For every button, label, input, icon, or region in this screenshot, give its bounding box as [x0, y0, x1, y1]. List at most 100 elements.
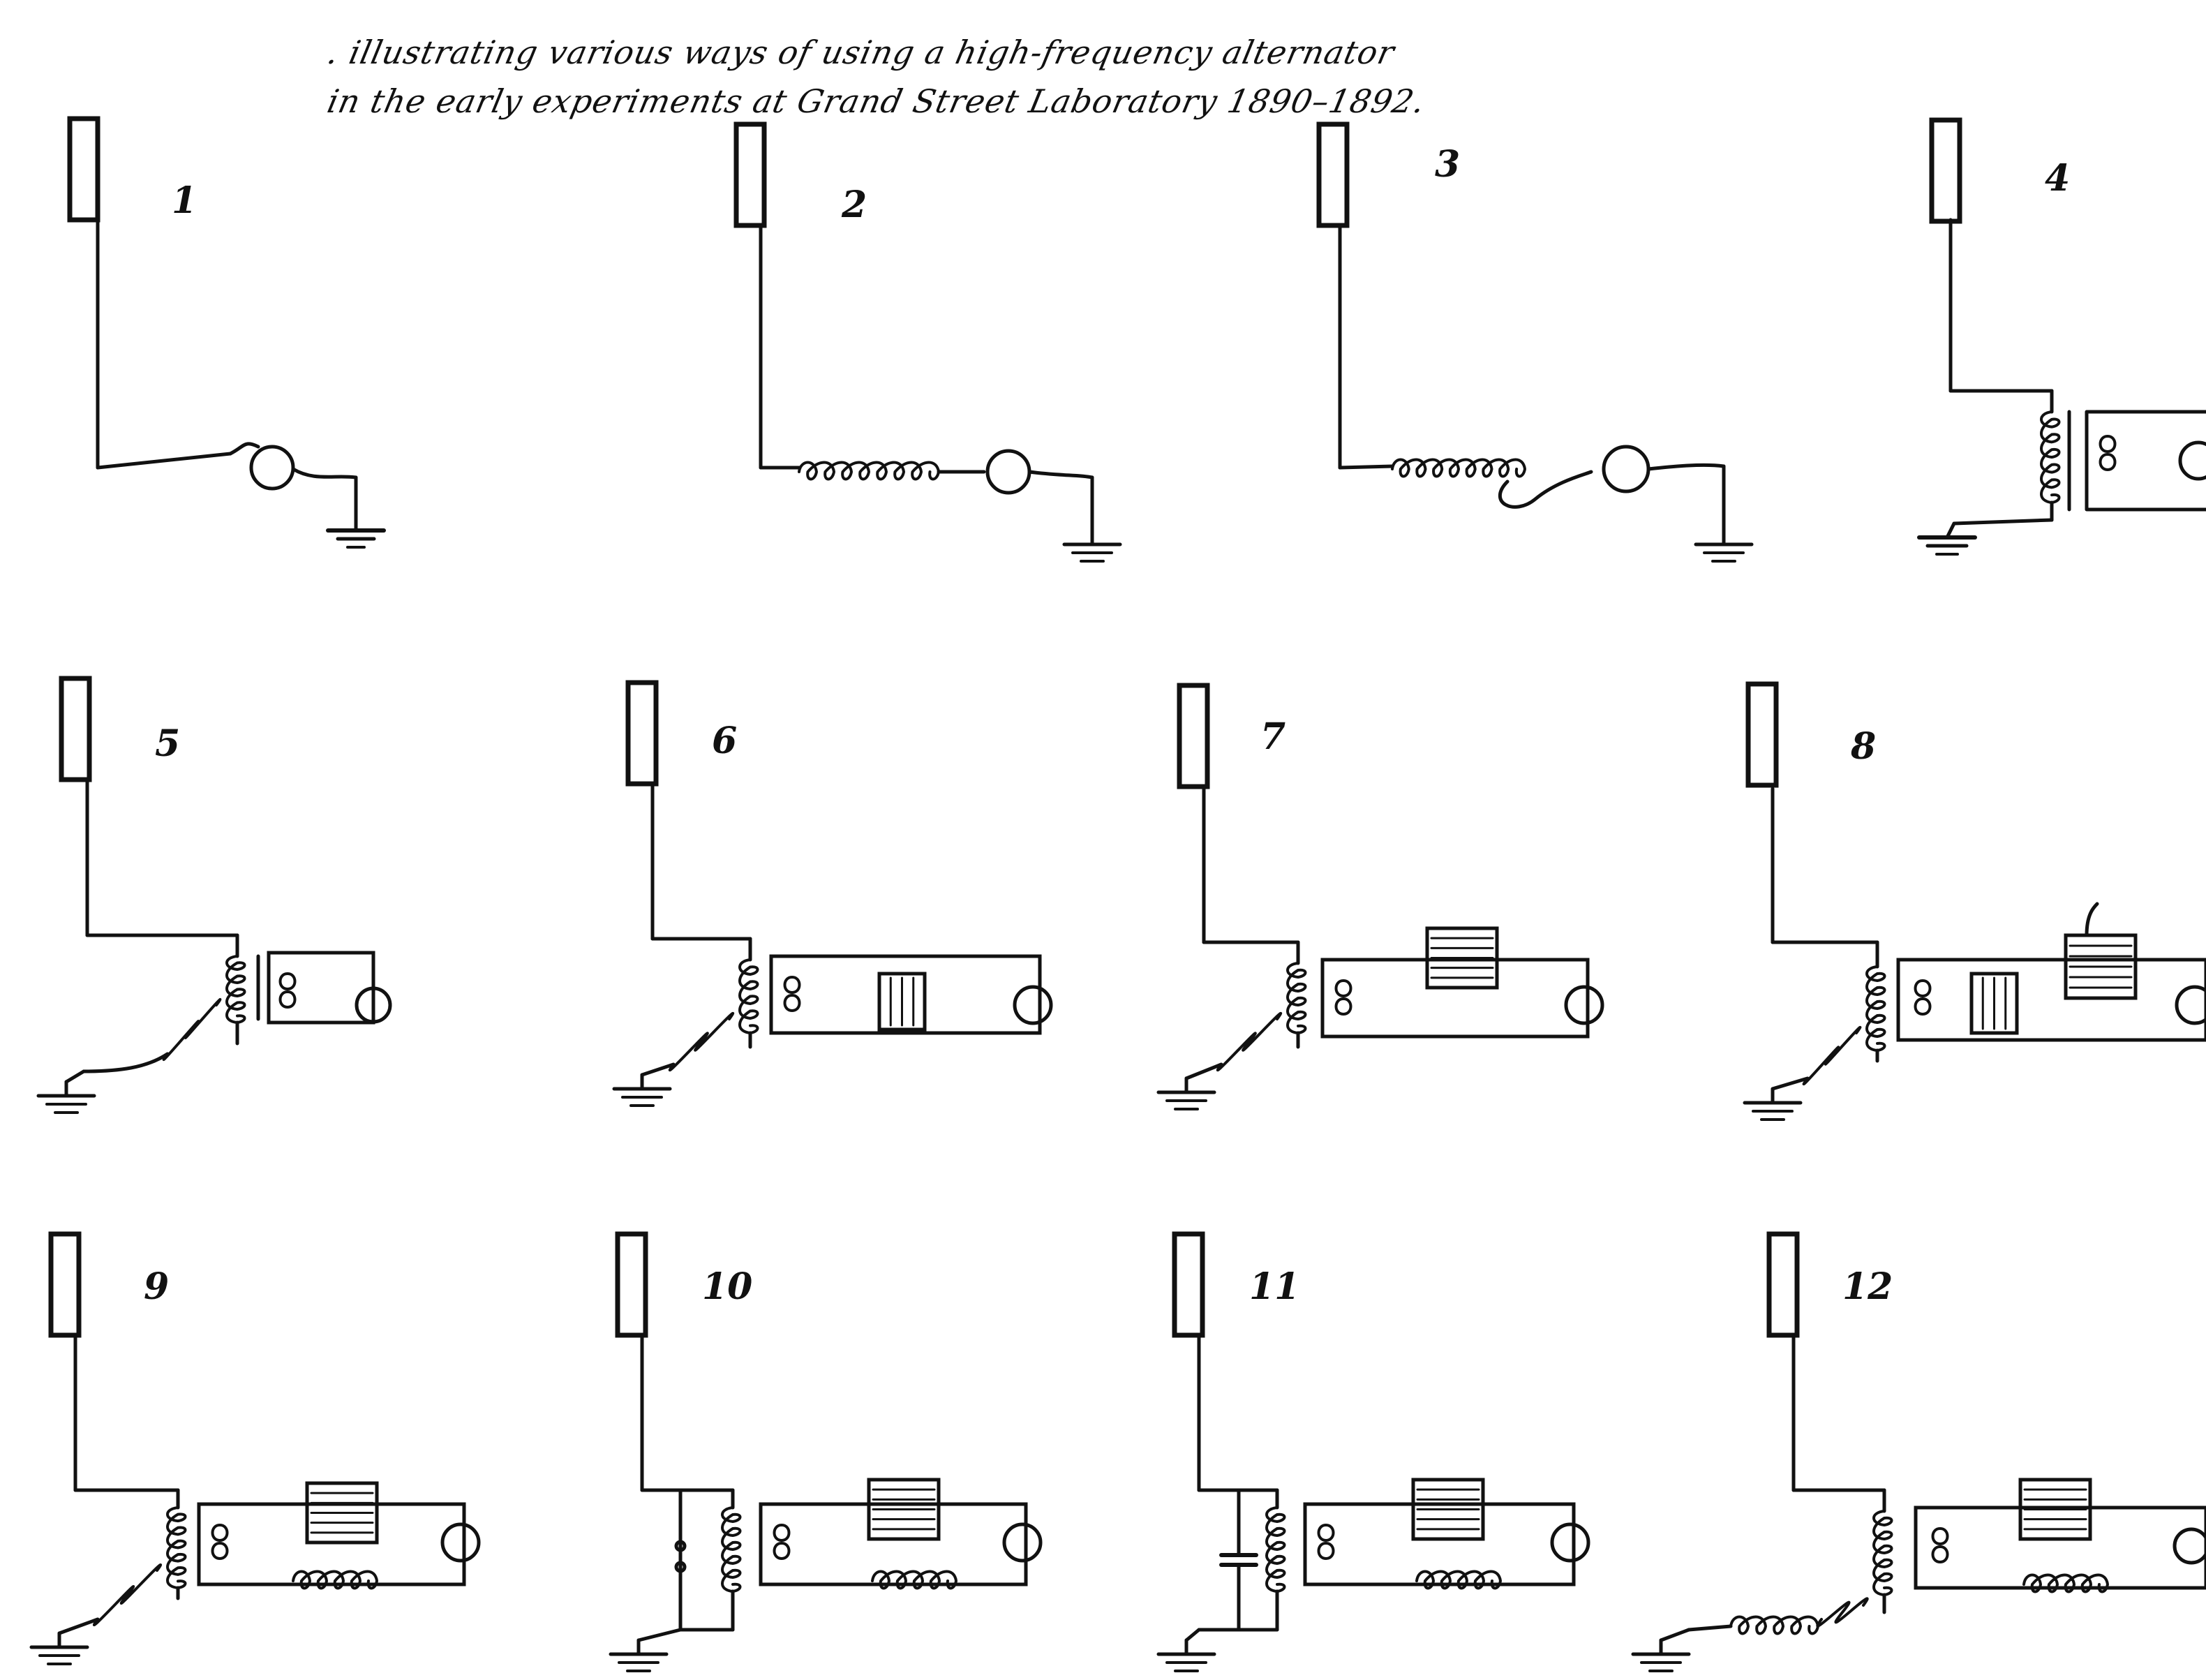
- lead: [82, 1052, 170, 1073]
- figure-4: [1917, 117, 2206, 556]
- secondary-coil-icon: [2099, 435, 2117, 471]
- figure-3: [1316, 121, 1754, 563]
- figure-2: [733, 121, 1122, 563]
- secondary-coil-icon: [1334, 979, 1352, 1016]
- secondary-circuit: [759, 1502, 1028, 1586]
- figure-label-7: 7: [1260, 715, 1286, 758]
- primary-coil-icon: [2040, 410, 2061, 504]
- lamp-icon: [2175, 985, 2206, 1025]
- lamp-icon: [440, 1522, 481, 1563]
- lamp-icon: [985, 449, 1031, 495]
- figure-12: [1631, 1231, 2206, 1672]
- lamp-icon: [2173, 1527, 2206, 1565]
- lead: [1646, 463, 1726, 471]
- primary-coil-icon: [1265, 1506, 1286, 1593]
- tube-icon: [59, 676, 92, 782]
- tube-icon: [615, 1231, 648, 1338]
- figure-label-12: 12: [1842, 1265, 1893, 1308]
- lead: [291, 467, 358, 480]
- flexible-lead-icon: [92, 1563, 163, 1626]
- series-condenser-icon: [1411, 1478, 1485, 1541]
- secondary-coil-icon: [1914, 979, 1932, 1016]
- flexible-lead-icon: [668, 1012, 735, 1071]
- tube-icon: [48, 1231, 82, 1338]
- lamp-icon: [2178, 440, 2206, 481]
- lead: [228, 442, 260, 456]
- lamp-icon: [1002, 1522, 1043, 1563]
- primary-coil-icon: [738, 958, 759, 1034]
- primary-coil-icon: [721, 1506, 742, 1593]
- tube-icon: [67, 116, 100, 223]
- ground-coil-icon: [1729, 1615, 1819, 1635]
- figure-label-6: 6: [712, 720, 738, 762]
- secondary-circuit: [2085, 410, 2206, 512]
- tube-icon: [1766, 1231, 1800, 1338]
- tuning-coil-icon: [871, 1570, 957, 1590]
- figure-label-5: 5: [155, 722, 181, 765]
- figure-label-1: 1: [172, 179, 198, 222]
- figure-label-2: 2: [842, 184, 867, 226]
- spark-gap-icon: [674, 1561, 687, 1573]
- secondary-coil-icon: [1317, 1524, 1335, 1560]
- series-condenser-icon: [1425, 926, 1499, 990]
- tube-icon: [733, 121, 767, 228]
- condenser-icon: [877, 972, 927, 1032]
- lead: [1027, 470, 1094, 480]
- primary-coil-icon: [1286, 962, 1307, 1034]
- condenser-icon: [1969, 972, 2019, 1035]
- secondary-circuit: [1303, 1502, 1576, 1586]
- adjustable-contact: [1498, 470, 1593, 509]
- figure-1: [67, 116, 386, 549]
- secondary-coil-icon: [783, 976, 801, 1012]
- secondary-coil-icon: [773, 1524, 791, 1560]
- lamp-icon: [1550, 1522, 1590, 1563]
- flexible-lead-icon: [162, 998, 222, 1061]
- secondary-circuit: [1320, 958, 1590, 1039]
- series-coil-icon: [798, 461, 940, 481]
- secondary-coil-icon: [1931, 1527, 1949, 1563]
- secondary-coil-icon: [211, 1524, 229, 1560]
- primary-coil-icon: [1872, 1510, 1893, 1596]
- series-condenser-icon: [2018, 1478, 2092, 1541]
- figure-label-9: 9: [144, 1265, 170, 1308]
- tube-icon: [1929, 117, 1962, 224]
- tube-icon: [1745, 681, 1779, 788]
- tube-icon: [1177, 683, 1210, 789]
- lamp-icon: [1013, 985, 1053, 1025]
- tube-icon: [625, 680, 659, 787]
- figure-6: [612, 680, 1053, 1107]
- figure-label-8: 8: [1851, 725, 1877, 768]
- secondary-circuit: [1914, 1506, 2206, 1590]
- figure-label-10: 10: [702, 1265, 753, 1308]
- series-coil-icon: [1391, 458, 1526, 478]
- figure-label-11: 11: [1249, 1265, 1300, 1308]
- primary-coil-icon: [166, 1506, 187, 1589]
- tube-icon: [1316, 121, 1350, 228]
- flexible-lead-icon: [1816, 1597, 1869, 1628]
- secondary-circuit: [197, 1502, 466, 1586]
- lamp-icon: [1564, 985, 1604, 1025]
- figure-9: [29, 1231, 481, 1665]
- primary-coil-icon: [225, 955, 246, 1024]
- figure-label-4: 4: [2045, 157, 2071, 200]
- tuning-coil-icon: [1415, 1570, 1502, 1590]
- lamp-icon: [249, 445, 295, 491]
- series-condenser-icon: [305, 1481, 379, 1545]
- figure-label-3: 3: [1435, 143, 1461, 186]
- series-condenser-icon: [2064, 933, 2138, 1000]
- lamp-icon: [355, 986, 392, 1024]
- spark-gap-icon: [674, 1540, 687, 1552]
- adjustment-lead: [2085, 902, 2099, 937]
- secondary-circuit: [1896, 958, 2206, 1042]
- figure-7: [1156, 683, 1604, 1110]
- tube-icon: [1172, 1231, 1205, 1338]
- tuning-coil-icon: [2022, 1573, 2109, 1593]
- series-condenser-icon: [867, 1478, 941, 1541]
- flexible-lead-icon: [1802, 1026, 1862, 1085]
- secondary-coil-icon: [278, 972, 297, 1009]
- figure-10: [609, 1231, 1043, 1672]
- figure-11: [1156, 1231, 1590, 1672]
- primary-coil-icon: [1865, 965, 1886, 1052]
